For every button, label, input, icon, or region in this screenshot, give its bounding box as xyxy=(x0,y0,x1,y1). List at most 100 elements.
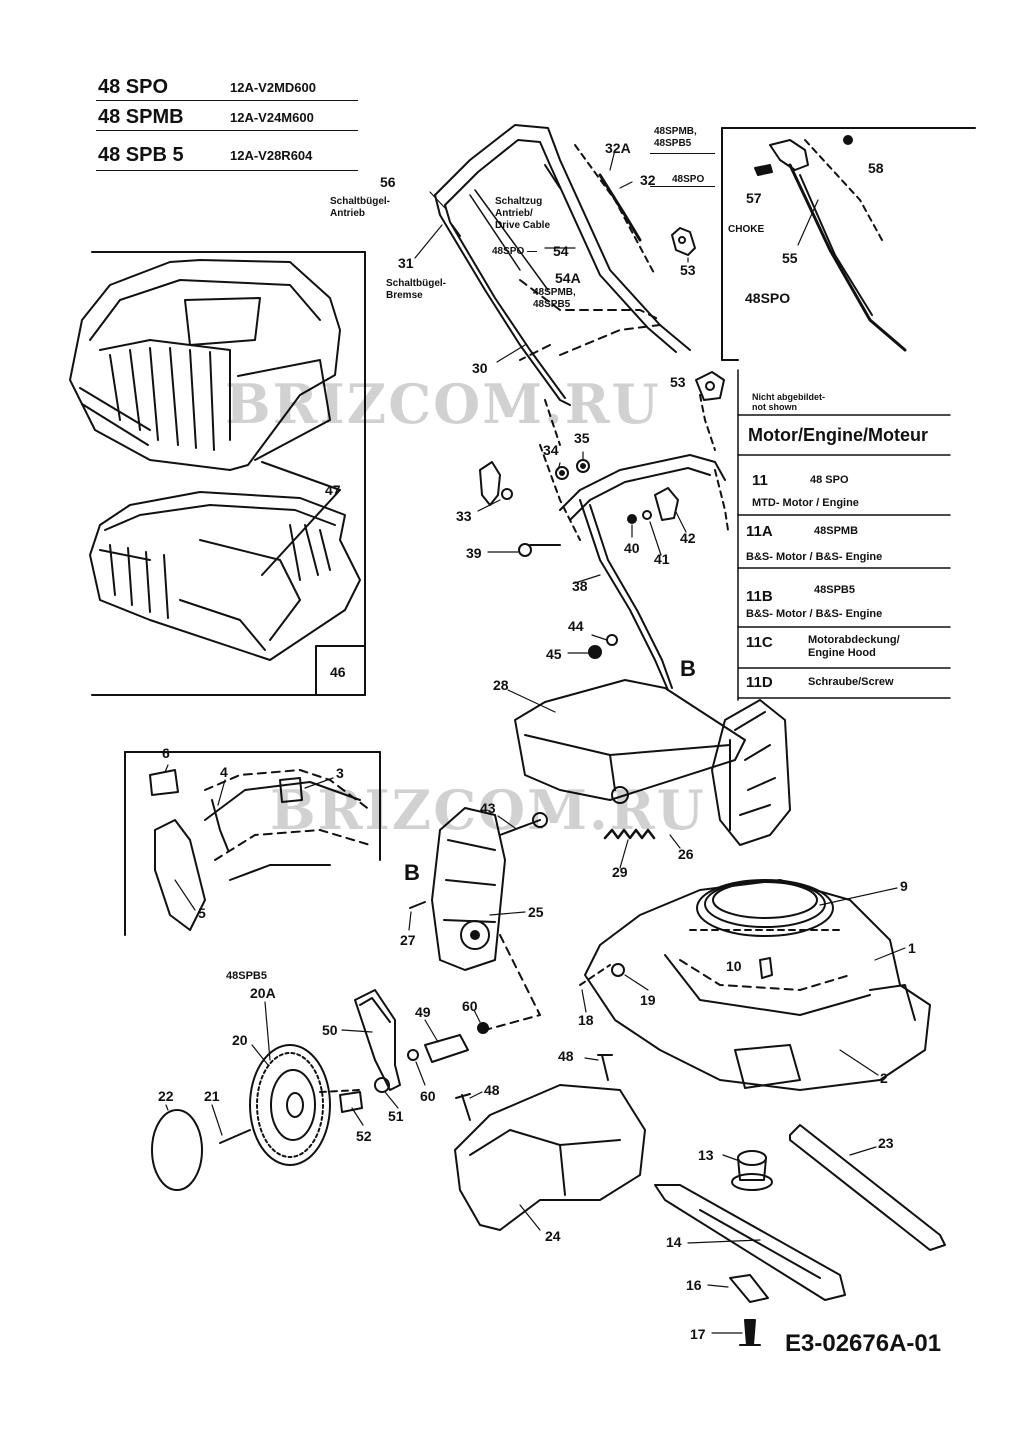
label-choke: CHOKE xyxy=(728,224,765,235)
label-48-lower: 48 xyxy=(484,1082,500,1098)
washer-51 xyxy=(374,1077,390,1093)
label-53-bottom: 53 xyxy=(670,374,686,390)
engine-code-11: 11 xyxy=(752,472,768,489)
label-57: 57 xyxy=(746,190,762,206)
rear-wheel xyxy=(249,1044,331,1166)
label-48-upper: 48 xyxy=(558,1048,574,1064)
engine-desc-11a: B&S- Motor / B&S- Engine xyxy=(746,551,883,563)
engine-code-11d: 11D xyxy=(746,674,773,691)
bolt-43 xyxy=(499,812,548,836)
label-23: 23 xyxy=(878,1135,894,1151)
engine-code-11c: 11C xyxy=(746,634,773,651)
label-b-handle: B xyxy=(680,656,696,681)
model-divider-2 xyxy=(96,130,358,131)
label-drive-cable: Schaltzug Antrieb/ Drive Cable xyxy=(495,196,551,231)
engine-code-11a: 11A xyxy=(746,523,773,540)
nut-60b xyxy=(407,1049,419,1061)
watermark-top: BRIZCOM.RU xyxy=(225,372,661,436)
choke-inset-frame xyxy=(721,127,976,361)
label-18: 18 xyxy=(578,1012,594,1028)
model-divider-3 xyxy=(96,170,358,171)
height-lever xyxy=(354,989,401,1091)
label-2: 2 xyxy=(880,1070,888,1086)
watermark-middle: BRIZCOM.RU xyxy=(270,778,706,842)
screw-48a xyxy=(597,1054,613,1081)
label-54: 54 xyxy=(553,243,569,259)
screw-21 xyxy=(219,1129,251,1144)
label-14: 14 xyxy=(666,1234,682,1250)
label-shift-drive: Schaltbügel- Antrieb xyxy=(330,196,391,219)
label-5: 5 xyxy=(198,905,206,921)
engine-model-11b: 48SPB5 xyxy=(814,584,855,596)
cable-clip-53-bottom xyxy=(695,371,725,401)
axle-bracket xyxy=(409,807,506,971)
grass-catcher-basket xyxy=(89,491,361,661)
label-53-top: 53 xyxy=(680,262,696,278)
label-32-model: 48SPO xyxy=(672,174,705,185)
leader-lines xyxy=(164,451,906,1334)
label-32a-model: 48SPMB, 48SPB5 xyxy=(654,126,697,149)
label-46: 46 xyxy=(330,664,346,680)
model-number-2: 12A-V24M600 xyxy=(230,110,314,125)
not-shown-note: Nicht abgebildet- not shown xyxy=(752,392,826,412)
label-56: 56 xyxy=(380,174,396,190)
engine-table-title: Motor/Engine/Moteur xyxy=(748,425,928,445)
engine-code-11b: 11B xyxy=(746,588,773,605)
label-20: 20 xyxy=(232,1032,248,1048)
engine-table-frame xyxy=(737,369,951,701)
model-name-1: 48 SPO xyxy=(98,76,169,98)
nut-60a xyxy=(477,1022,489,1034)
label-38: 38 xyxy=(572,578,588,594)
label-6: 6 xyxy=(162,745,170,761)
engine-desc-11: MTD- Motor / Engine xyxy=(752,497,859,509)
label-34: 34 xyxy=(543,442,559,458)
label-44: 44 xyxy=(568,618,584,634)
model-name-3: 48 SPB 5 xyxy=(98,144,184,166)
label-58: 58 xyxy=(868,160,884,176)
label-9: 9 xyxy=(900,878,908,894)
label-19: 19 xyxy=(640,992,656,1008)
label-20-model: 48SPB5 xyxy=(226,970,267,982)
model-32-underline xyxy=(650,186,715,187)
drive-belt xyxy=(789,1124,946,1251)
mower-deck xyxy=(584,879,931,1091)
label-35: 35 xyxy=(574,430,590,446)
engine-model-11a: 48SPMB xyxy=(814,525,859,537)
grass-catcher-inset-frame xyxy=(91,251,366,696)
lower-handle xyxy=(539,394,729,691)
upper-handle xyxy=(434,124,691,406)
label-60-lower: 60 xyxy=(420,1088,436,1104)
label-47: 47 xyxy=(325,482,341,498)
label-49: 49 xyxy=(415,1004,431,1020)
label-45: 45 xyxy=(546,646,562,662)
rear-flap xyxy=(149,769,371,931)
engine-model-11: 48 SPO xyxy=(810,474,849,486)
blade-adapter xyxy=(731,1150,773,1191)
mower-blade xyxy=(654,1184,846,1301)
label-24: 24 xyxy=(545,1228,561,1244)
screw-48b xyxy=(455,1093,471,1121)
label-1: 1 xyxy=(908,940,916,956)
spring-29 xyxy=(603,828,656,840)
label-52: 52 xyxy=(356,1128,372,1144)
nut-19 xyxy=(611,963,625,977)
grass-catcher-cover xyxy=(69,259,341,471)
label-21: 21 xyxy=(204,1088,220,1104)
label-60-upper: 60 xyxy=(462,998,478,1014)
choke-lever xyxy=(754,135,907,352)
label-26: 26 xyxy=(678,846,694,862)
engine-desc-11d: Schraube/Screw xyxy=(808,676,894,688)
model-divider-1 xyxy=(96,100,358,101)
label-25: 25 xyxy=(528,904,544,920)
label-27: 27 xyxy=(400,932,416,948)
label-32: 32 xyxy=(640,172,656,188)
label-10: 10 xyxy=(726,958,742,974)
label-39: 39 xyxy=(466,545,482,561)
blade-bolt xyxy=(739,1319,761,1346)
label-13: 13 xyxy=(698,1147,714,1163)
label-32a: 32A xyxy=(605,140,631,156)
label-40: 40 xyxy=(624,540,640,556)
label-55: 55 xyxy=(782,250,798,266)
blade-fan xyxy=(729,1274,769,1303)
